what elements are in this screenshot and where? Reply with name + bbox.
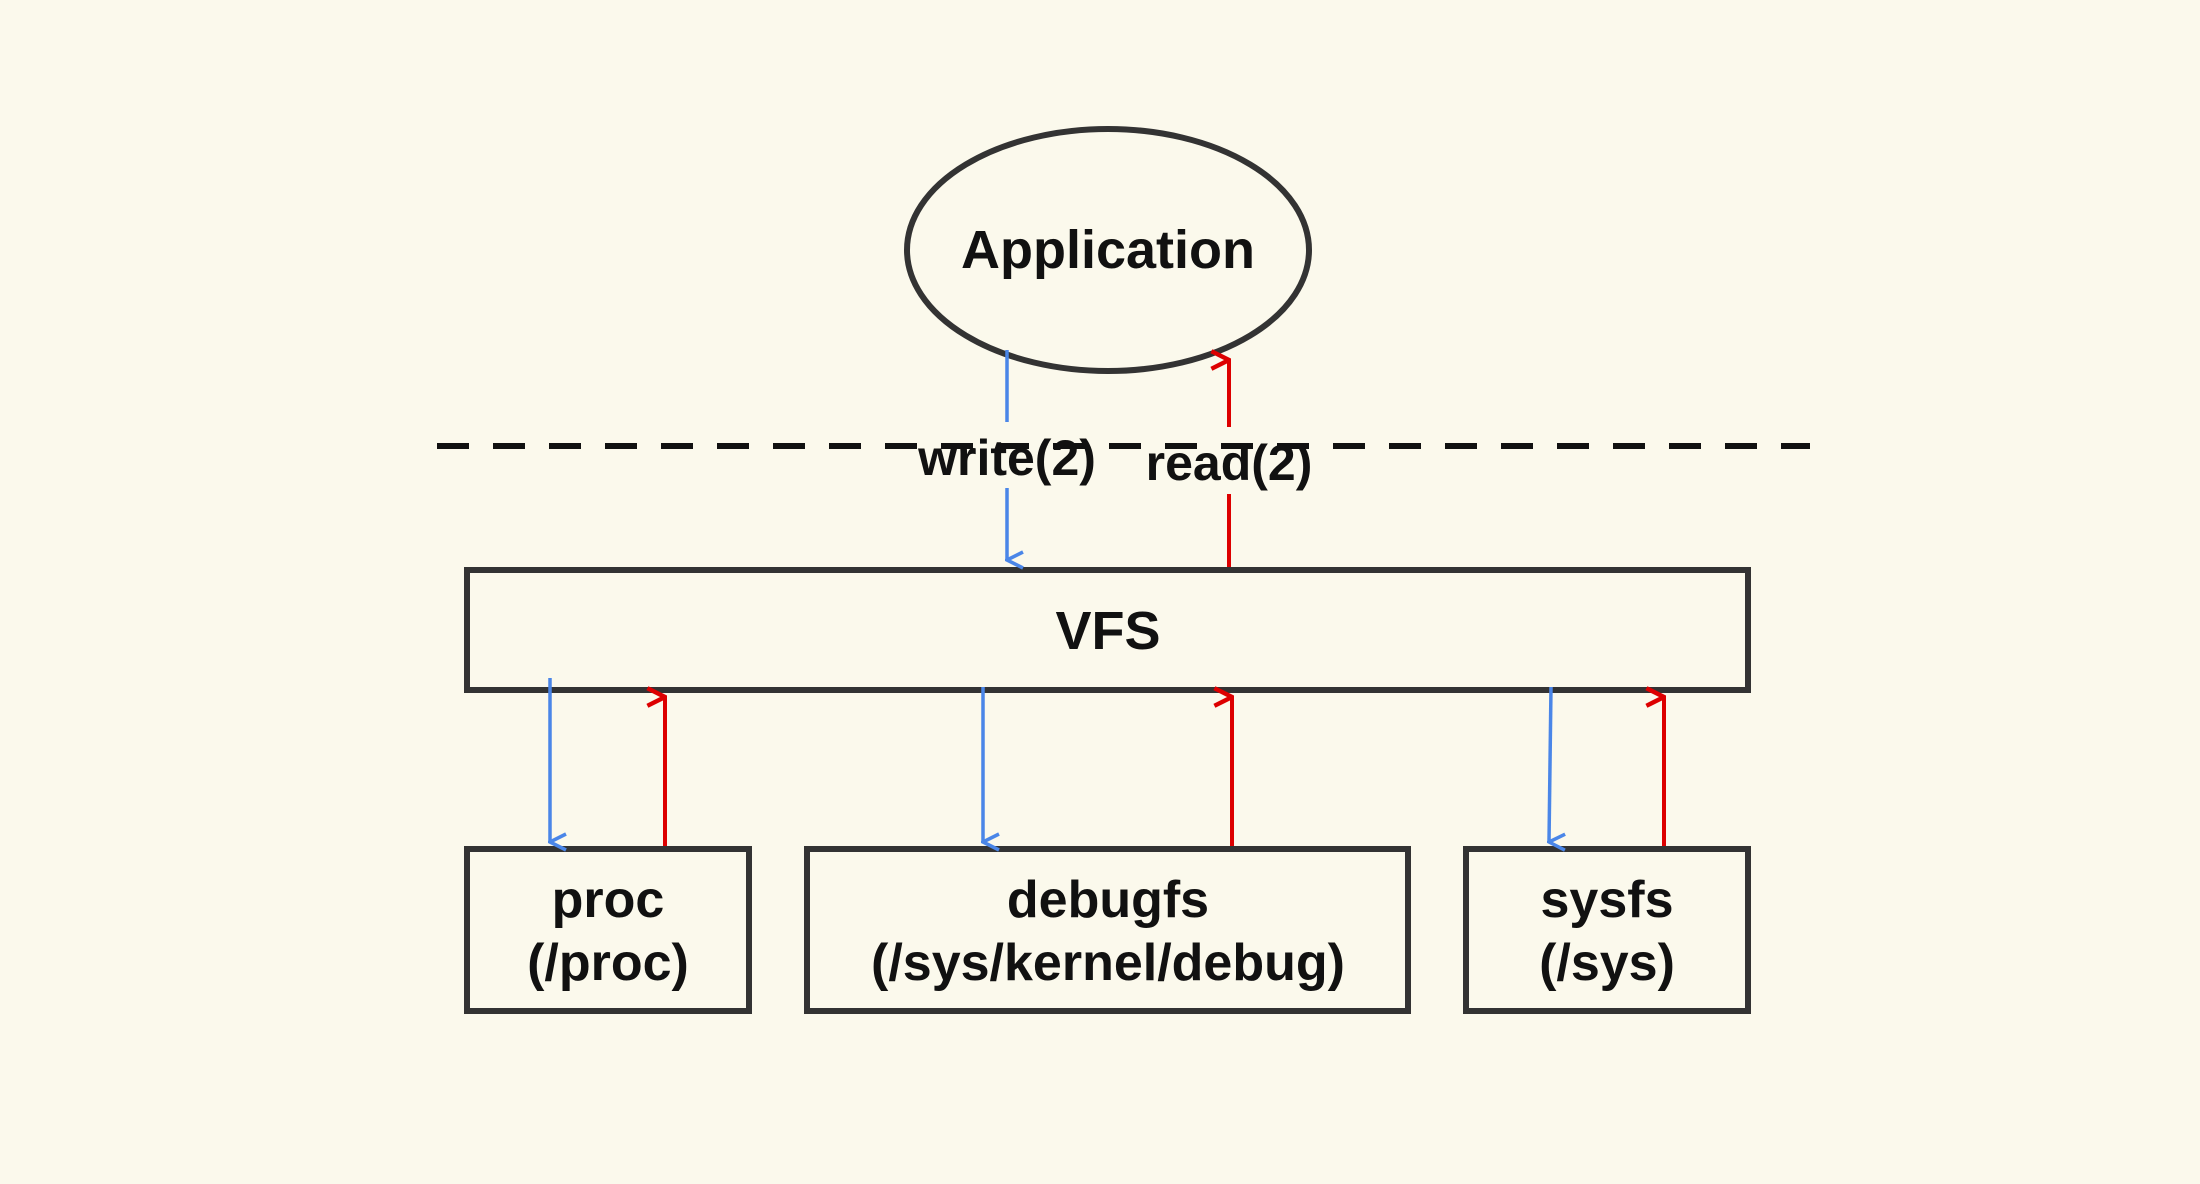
vfs-label: VFS: [1055, 601, 1160, 661]
proc-label: proc: [552, 871, 665, 929]
proc-path-label: (/proc): [527, 934, 689, 992]
debugfs-label: debugfs: [1007, 871, 1209, 929]
application-node: Application: [904, 126, 1312, 374]
debugfs-path-label: (/sys/kernel/debug): [871, 934, 1345, 992]
read-label: read(2): [1146, 435, 1313, 491]
write-label: write(2): [917, 430, 1096, 486]
read-edge: read(2): [1146, 360, 1313, 567]
application-label: Application: [961, 220, 1255, 280]
sysfs-path-label: (/sys): [1539, 934, 1675, 992]
write-edge: write(2): [917, 350, 1096, 560]
sysfs-label: sysfs: [1541, 871, 1674, 929]
debugfs-node: debugfs (/sys/kernel/debug): [804, 846, 1411, 1014]
sysfs-node: sysfs (/sys): [1463, 846, 1751, 1014]
proc-node: proc (/proc): [464, 846, 752, 1014]
vfs-to-sysfs-arrow: [1549, 686, 1551, 842]
vfs-node: VFS: [464, 567, 1751, 693]
